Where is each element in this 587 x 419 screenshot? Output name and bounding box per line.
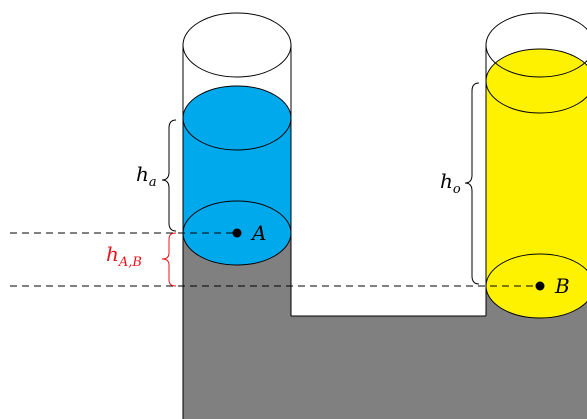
water-top-surface — [182, 85, 292, 151]
point-b-marker — [535, 281, 545, 291]
mercury-fill — [183, 231, 587, 419]
brace-h-ab — [161, 232, 177, 287]
brace-h-a — [161, 119, 177, 232]
label-h-a: ha — [136, 162, 157, 190]
label-point-a: A — [250, 221, 266, 245]
brace-h-o — [464, 82, 480, 285]
point-a-marker — [232, 228, 242, 238]
oil-column — [486, 49, 587, 318]
left-tube-rim — [182, 12, 292, 78]
oil-top-surface — [485, 48, 587, 114]
label-h-ab: hA,B — [106, 242, 142, 270]
label-h-o: ho — [440, 169, 461, 197]
label-point-b: B — [554, 274, 570, 298]
